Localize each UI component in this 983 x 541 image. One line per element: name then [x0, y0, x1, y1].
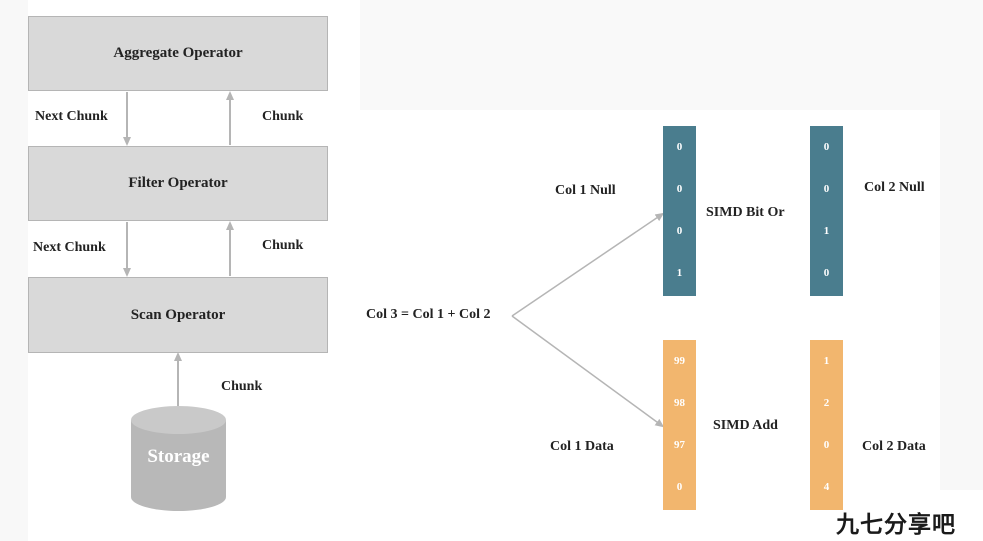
- filter-operator-label: Filter Operator: [128, 175, 228, 191]
- col2-null-vector: 0 0 1 0: [810, 126, 843, 296]
- vector-cell: 2: [823, 397, 830, 409]
- col2-data-vector: 1 2 0 4: [810, 340, 843, 510]
- storage-label: Storage: [147, 446, 210, 467]
- chunk-label: Chunk: [262, 238, 304, 253]
- watermark-logo-text: 九七分享吧: [836, 512, 956, 538]
- filter-operator: Filter Operator: [28, 146, 328, 221]
- vector-cell: 0: [823, 141, 830, 153]
- vector-cell: 0: [676, 183, 683, 195]
- col2-null-label: Col 2 Null: [864, 180, 925, 195]
- col2-data-label: Col 2 Data: [862, 439, 926, 454]
- vector-cell: 0: [823, 439, 830, 451]
- chunk-label: Chunk: [262, 109, 304, 124]
- vector-cell: 0: [823, 183, 830, 195]
- vector-cell: 0: [676, 141, 683, 153]
- expression-label: Col 3 = Col 1 + Col 2: [366, 307, 491, 322]
- vector-cell: 99: [674, 355, 685, 367]
- storage-cylinder-icon: [131, 406, 226, 511]
- aggregate-operator: Aggregate Operator: [28, 16, 328, 91]
- expression-arrow-data: [511, 315, 665, 428]
- watermark-logo: 九七分享吧: [836, 505, 956, 539]
- col1-null-vector: 0 0 0 1: [663, 126, 696, 296]
- vector-cell: 0: [823, 267, 830, 279]
- expression-arrow-null: [511, 212, 665, 317]
- simd-add-label: SIMD Add: [713, 418, 778, 433]
- vector-cell: 0: [676, 225, 683, 237]
- next-chunk-label: Next Chunk: [35, 109, 108, 124]
- vector-cell: 98: [674, 397, 685, 409]
- watermark-texture: [0, 0, 28, 541]
- vector-cell: 4: [823, 481, 830, 493]
- vector-cell: 97: [674, 439, 685, 451]
- col1-null-label: Col 1 Null: [555, 183, 616, 198]
- scan-operator-label: Scan Operator: [130, 306, 226, 323]
- scan-operator: Scan Operator: [28, 277, 328, 353]
- vector-cell: 0: [676, 481, 683, 493]
- watermark-texture: [360, 0, 983, 110]
- vector-cell: 1: [676, 267, 683, 279]
- col1-data-label: Col 1 Data: [550, 439, 614, 454]
- next-chunk-label: Next Chunk: [33, 240, 106, 255]
- vector-cell: 1: [823, 225, 830, 237]
- chunk-label: Chunk: [221, 379, 263, 394]
- col1-data-vector: 99 98 97 0: [663, 340, 696, 510]
- simd-bit-or-label: SIMD Bit Or: [706, 205, 785, 220]
- vector-cell: 1: [823, 355, 830, 367]
- watermark-texture: [940, 110, 983, 490]
- aggregate-operator-label: Aggregate Operator: [113, 45, 243, 61]
